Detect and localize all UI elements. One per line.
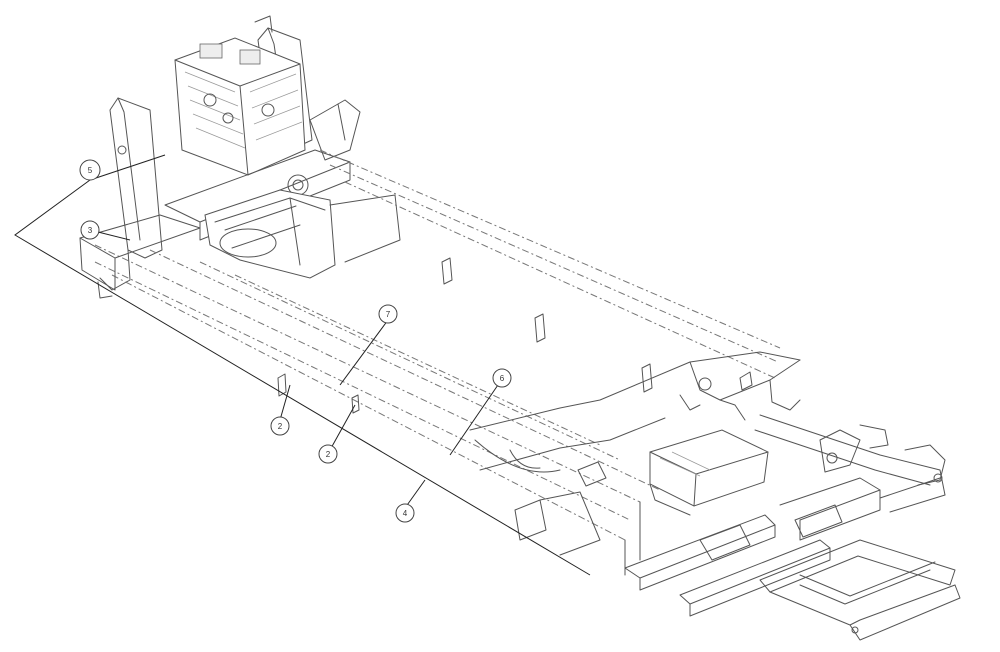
callout-2a: 2 (270, 416, 290, 436)
front-axle-frame (754, 414, 946, 541)
callout-4: 4 (395, 503, 415, 523)
hydraulic-valve-block (174, 37, 361, 176)
callout-7-label: 7 (386, 310, 391, 319)
callout-4-label: 4 (403, 509, 408, 518)
front-frame-yoke (469, 351, 801, 473)
center-bracket-assembly (204, 189, 401, 279)
callout-3-label: 3 (88, 226, 93, 235)
callout-2b: 2 (318, 444, 338, 464)
frame-mount-tabs (277, 257, 653, 414)
callout-5: 5 (79, 159, 101, 181)
rear-lift-arm-assembly (99, 15, 313, 291)
leader-lines (14, 154, 591, 576)
callout-6-label: 6 (500, 374, 505, 383)
callout-2b-label: 2 (326, 450, 331, 459)
main-frame-rails (79, 149, 781, 576)
battery-tray (577, 429, 769, 516)
front-step-frame (514, 491, 961, 641)
callout-5-label: 5 (88, 166, 93, 175)
callout-6: 6 (492, 368, 512, 388)
callout-2a-label: 2 (278, 422, 283, 431)
callout-3: 3 (80, 220, 100, 240)
callout-7: 7 (378, 304, 398, 324)
